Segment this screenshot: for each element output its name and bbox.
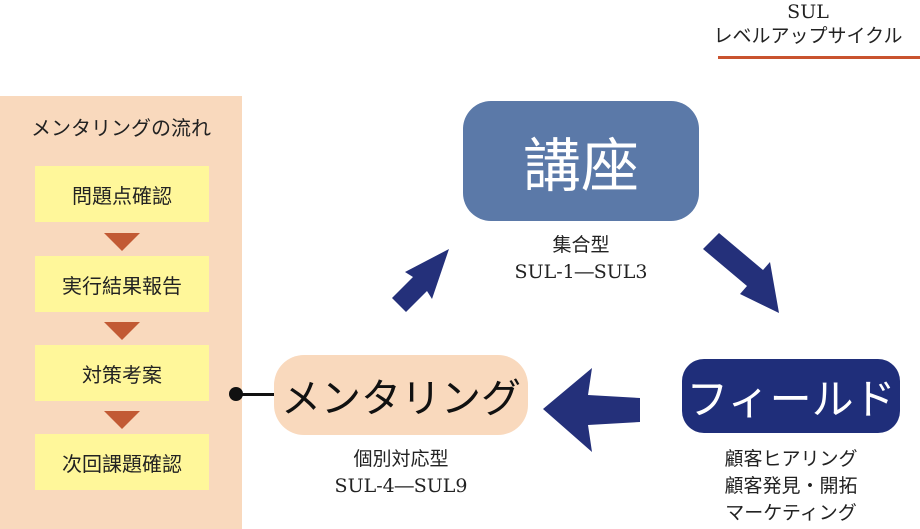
mentoring-caption-line1: 個別対応型 (353, 448, 449, 470)
node-field-label: フィールド (686, 374, 896, 424)
flow-arrow-2 (104, 322, 140, 340)
field-caption-line1: 顧客ヒアリング (724, 448, 858, 470)
cycle-title-line2: レベルアップサイクル (713, 25, 903, 47)
node-kouza: 講座 (463, 101, 699, 221)
node-mentoring-caption: 個別対応型 SUL-4―SUL9 (274, 446, 528, 500)
mentoring-caption-line2: SUL-4―SUL9 (334, 475, 468, 497)
mentoring-flow-title: メンタリングの流れ (31, 116, 211, 140)
flow-step-3: 対策考案 (35, 345, 209, 401)
field-caption-line3: マーケティング (725, 502, 857, 524)
flow-step-1: 問題点確認 (35, 166, 209, 222)
flow-step-2: 実行結果報告 (35, 256, 209, 312)
node-kouza-label: 講座 (522, 132, 639, 200)
panel-connector-line (240, 393, 276, 396)
flow-arrow-1 (104, 233, 140, 251)
node-mentoring: メンタリング (274, 355, 528, 435)
flow-step-4: 次回課題確認 (35, 434, 209, 490)
cycle-title-line1: SUL (787, 1, 829, 23)
field-caption-line2: 顧客発見・開拓 (724, 475, 858, 497)
node-field: フィールド (682, 359, 900, 433)
arrow-field-to-mentoring (543, 368, 640, 452)
kouza-caption-line1: 集合型 (552, 234, 610, 256)
node-mentoring-label: メンタリング (281, 376, 521, 422)
flow-arrow-3 (104, 411, 140, 429)
panel-connector-dot (229, 387, 243, 401)
title-underline (718, 56, 920, 59)
arrow-kouza-to-field (703, 233, 779, 313)
node-field-caption: 顧客ヒアリング 顧客発見・開拓 マーケティング (682, 446, 900, 527)
cycle-title: SUL レベルアップサイクル (708, 0, 908, 48)
node-kouza-caption: 集合型 SUL-1―SUL3 (463, 232, 699, 286)
arrow-mentoring-to-kouza (392, 249, 449, 312)
kouza-caption-line2: SUL-1―SUL3 (514, 261, 648, 283)
